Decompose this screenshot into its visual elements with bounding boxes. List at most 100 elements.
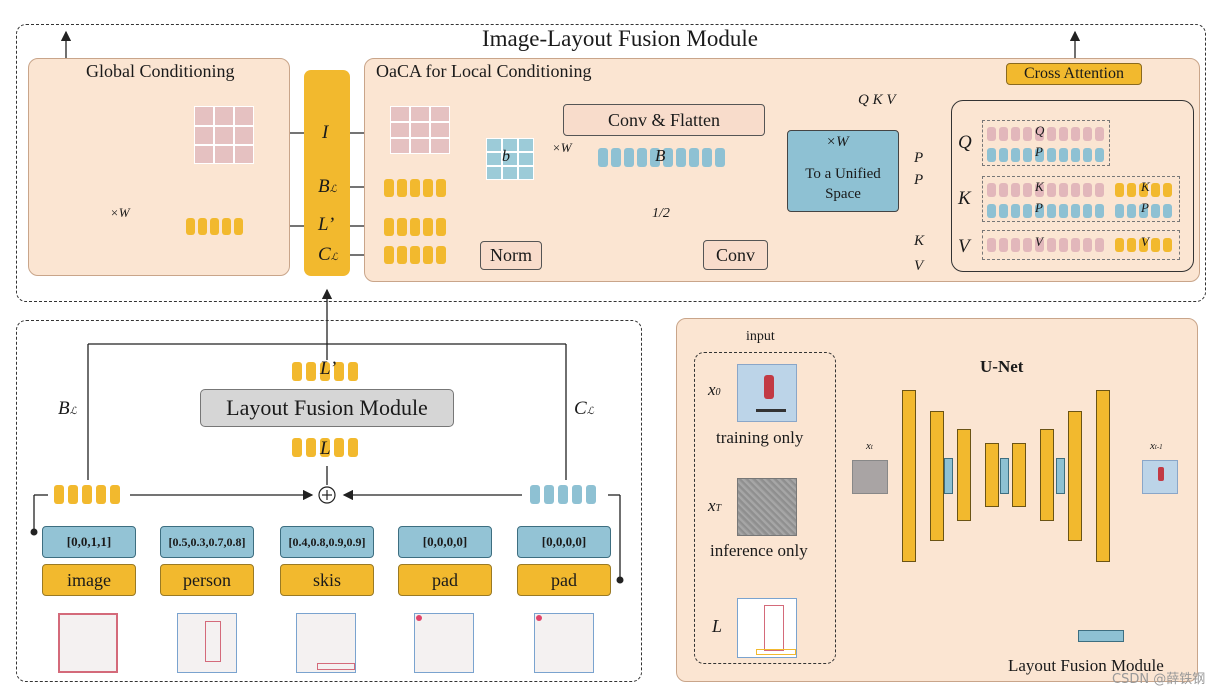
global-conditioning-title: Global Conditioning xyxy=(86,61,235,81)
unet-decoder-bar-1 xyxy=(1040,429,1054,521)
skis-box xyxy=(317,663,355,670)
xt1-label: xt-1 xyxy=(1150,440,1163,452)
conv-block: Conv xyxy=(703,240,768,270)
k-row-kl: K xyxy=(1141,179,1150,194)
k-l-label: K xyxy=(914,233,925,249)
unet-fusion-bar-1 xyxy=(944,458,953,494)
input-c-label: Cℒ xyxy=(318,244,338,265)
unet-decoder-bar-3 xyxy=(1096,390,1110,562)
category-image: image xyxy=(42,564,136,596)
qkv-image-label: Q K V xyxy=(858,92,896,108)
layout-box-image xyxy=(737,598,797,658)
query-label: Q xyxy=(958,132,972,153)
layout-fusion-container xyxy=(16,320,642,682)
l-prime-label: L’ xyxy=(320,358,337,379)
pad-dot-2 xyxy=(536,615,542,621)
layout-skis-box xyxy=(756,649,796,655)
times-w-label: ×W xyxy=(110,205,130,220)
layout-thumb-image xyxy=(58,613,118,673)
layout-fusion-module-block: Layout Fusion Module xyxy=(200,389,454,427)
watermark: CSDN @薛铁钢 xyxy=(1112,672,1206,687)
unet-encoder-bar-2 xyxy=(930,411,944,541)
conv-flatten-block: Conv & Flatten xyxy=(563,104,765,136)
oaca-title: OaCA for Local Conditioning xyxy=(376,61,592,81)
v-l-label: V xyxy=(914,258,924,274)
layout-thumb-person xyxy=(177,613,237,673)
unet-encoder-bar-1 xyxy=(902,390,916,562)
coord-box-4: [0,0,0,0] xyxy=(398,526,492,558)
unet-mid-bar-2 xyxy=(1012,443,1026,507)
times-wb-label: ×W xyxy=(552,140,572,155)
c-l-label: Cℒ xyxy=(574,398,594,419)
input-label: input xyxy=(746,329,775,344)
xt1-image xyxy=(1142,460,1178,494)
category-person: person xyxy=(160,564,254,596)
b-l-label: Bℒ xyxy=(58,398,77,419)
input-l-prime-label: L’ xyxy=(318,214,335,235)
v-row-vl: V xyxy=(1141,234,1149,249)
x0-label: x0 xyxy=(708,380,721,399)
fusion-module-title: Image-Layout Fusion Module xyxy=(478,26,762,52)
b-i-tokens-label: B xyxy=(655,146,666,165)
v-row-vi: V xyxy=(1035,234,1043,249)
unet-encoder-bar-3 xyxy=(957,429,971,521)
skis-figure xyxy=(756,409,786,412)
unet-mid-bar-1 xyxy=(985,443,999,507)
legend-label: Layout Fusion Module xyxy=(1008,656,1164,675)
local-image-grid xyxy=(390,106,450,154)
p-l-label: P xyxy=(914,172,924,188)
k-row-pl: P xyxy=(1141,200,1149,215)
layout-person-box xyxy=(764,605,784,651)
xt1-skier xyxy=(1158,467,1164,481)
coord-box-5: [0,0,0,0] xyxy=(517,526,611,558)
inference-only-label: inference only xyxy=(710,541,808,560)
layout-thumb-pad-1 xyxy=(414,613,474,673)
coord-box-3: [0.4,0.8,0.9,0.9] xyxy=(280,526,374,558)
layout-thumb-skis xyxy=(296,613,356,673)
query-token-group: Q P xyxy=(982,120,1110,166)
q-row-p: P xyxy=(1035,144,1043,159)
training-only-label: training only xyxy=(716,428,804,447)
layout-thumb-pad-2 xyxy=(534,613,594,673)
pad-dot-1 xyxy=(416,615,422,621)
unified-times-wp: ×W xyxy=(826,134,849,150)
coord-box-2: [0.5,0.3,0.7,0.8] xyxy=(160,526,254,558)
input-dashed-box xyxy=(694,352,836,664)
p-i-label: P xyxy=(914,150,924,166)
global-conditioning-panel xyxy=(28,58,290,276)
training-image xyxy=(737,364,797,422)
half-label: 1/2 xyxy=(652,206,670,221)
image-layout-fusion-container xyxy=(16,24,1206,302)
input-i-label: I xyxy=(322,122,329,143)
input-b-label: Bℒ xyxy=(318,176,337,197)
category-pad-1: pad xyxy=(398,564,492,596)
norm-block: Norm xyxy=(480,241,542,270)
unet-decoder-bar-2 xyxy=(1068,411,1082,541)
condition-inputs-column xyxy=(304,70,350,276)
xt-image xyxy=(852,460,888,494)
key-label: K xyxy=(958,188,971,209)
skier-figure xyxy=(764,375,774,399)
key-token-group: K K P P xyxy=(982,176,1180,222)
category-pad-2: pad xyxy=(517,564,611,596)
k-row-pi: P xyxy=(1035,200,1043,215)
coord-box-1: [0,0,1,1] xyxy=(42,526,136,558)
unified-space-block xyxy=(787,130,899,212)
value-token-group: V V xyxy=(982,230,1180,260)
k-row-ki: K xyxy=(1035,179,1044,194)
xt-label: xt xyxy=(866,440,873,452)
global-image-grid xyxy=(194,106,254,164)
l-label: L xyxy=(320,438,331,459)
layout-l-label: L xyxy=(712,616,723,636)
unet-title: U-Net xyxy=(980,357,1024,376)
b-i-label: b xyxy=(502,148,510,165)
legend-swatch xyxy=(1078,630,1124,642)
b-i-grid xyxy=(486,138,534,180)
q-row-q: Q xyxy=(1035,123,1045,138)
category-skis: skis xyxy=(280,564,374,596)
value-label: V xyxy=(958,236,970,257)
cross-attention-label: Cross Attention xyxy=(1006,63,1142,85)
noise-image xyxy=(737,478,797,536)
person-box xyxy=(205,621,221,662)
unet-fusion-bar-3 xyxy=(1056,458,1065,494)
